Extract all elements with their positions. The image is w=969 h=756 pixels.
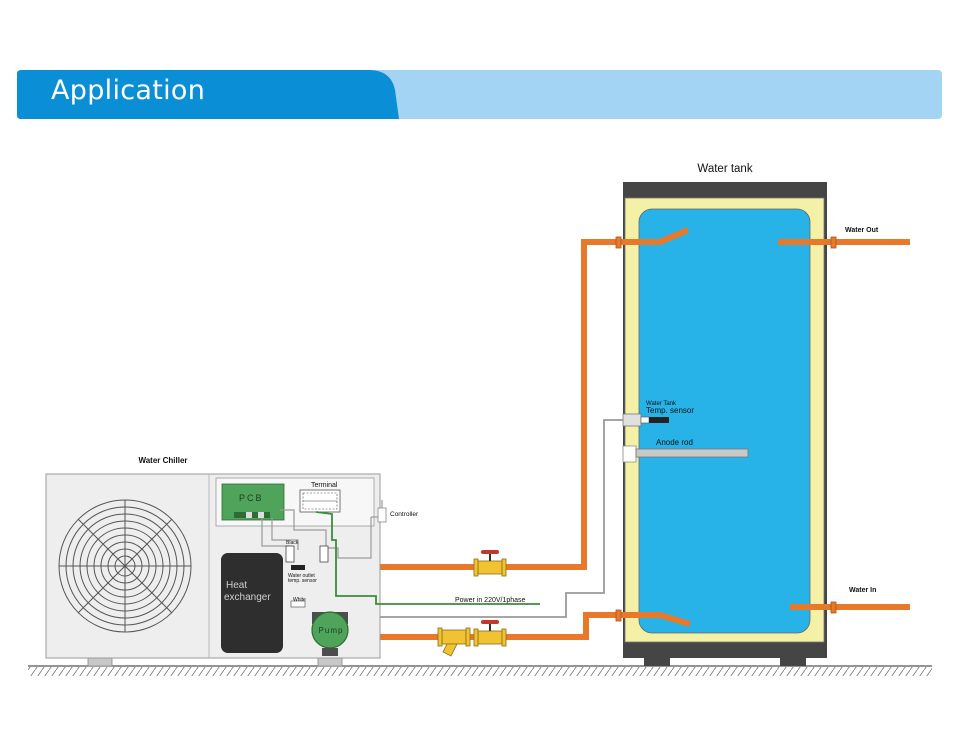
ground: [28, 665, 932, 676]
pcb-label: PCB: [239, 493, 264, 503]
outlet-sensor-label-line2: temp. sensor: [288, 578, 317, 584]
fan-grille: [58, 499, 192, 633]
anode-rod: [622, 445, 749, 463]
water-chiller-label: Water Chiller: [138, 456, 187, 465]
controller-label: Controller: [390, 511, 419, 518]
page-title: Application: [51, 75, 206, 106]
tank-sensor-label-line1: Water Tank: [646, 401, 677, 407]
white-label: White: [293, 597, 306, 603]
anode-rod-label: Anode rod: [656, 438, 693, 447]
black-label: Black: [286, 540, 299, 546]
terminal-block: [299, 489, 341, 513]
controller-box: [377, 500, 387, 523]
water-tank: [623, 182, 827, 666]
valve-upper: [473, 550, 507, 577]
heat-exchanger-label-line2: exchanger: [224, 592, 271, 603]
valve-lower: [473, 620, 507, 647]
pump-label: Pump: [319, 626, 344, 635]
water-in-label: Water In: [849, 587, 876, 594]
pcb-board: [221, 483, 285, 521]
heat-exchanger: [221, 553, 283, 653]
water-out-label: Water Out: [845, 227, 879, 234]
power-in-label: Power in 220V/1phase: [455, 597, 526, 604]
outlet-temp-sensor: [285, 545, 329, 608]
heat-exchanger-label-line1: Heat: [226, 580, 247, 591]
section-header: Application: [17, 70, 942, 119]
outlet-sensor-label-line1: Water outlet: [288, 573, 315, 579]
tank-sensor-label-line2: Temp. sensor: [646, 406, 694, 415]
power-wire: [315, 511, 540, 605]
header-banner: [17, 70, 942, 119]
terminal-label: Terminal: [311, 482, 338, 489]
water-tank-label: Water tank: [697, 163, 752, 175]
pump: [311, 611, 349, 656]
y-strainer: [437, 627, 471, 657]
